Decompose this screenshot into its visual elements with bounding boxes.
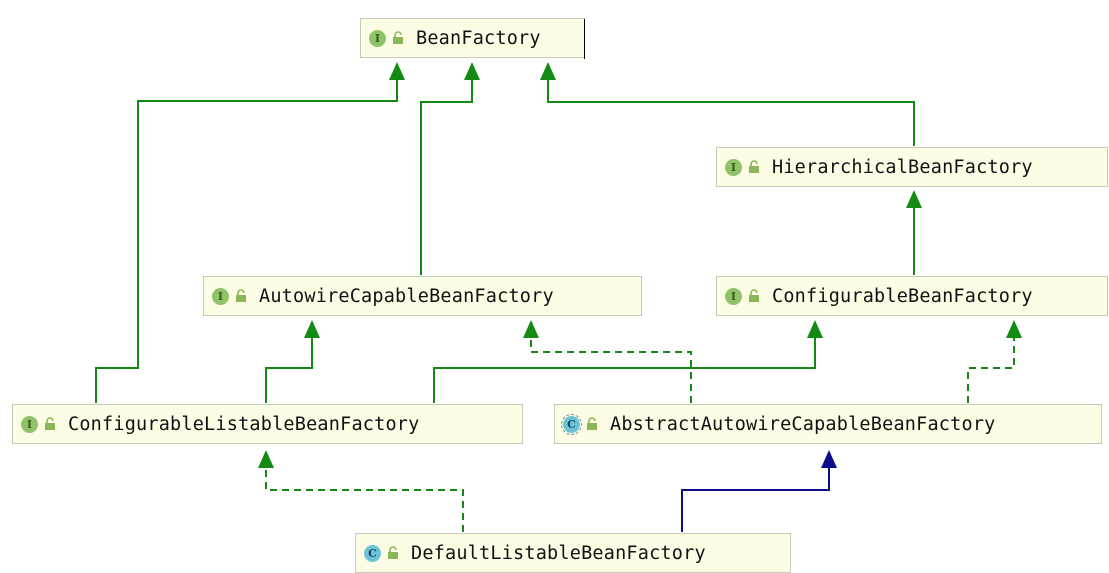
edge-defaultlistable-implements-configurablelistable [265,466,464,532]
node-hierarchical-bean-factory[interactable]: I HierarchicalBeanFactory [716,147,1108,187]
node-abstract-autowire-capable-bean-factory[interactable]: C AbstractAutowireCapableBeanFactory [554,404,1102,444]
interface-icon: I [369,29,386,47]
node-label: AutowireCapableBeanFactory [259,285,554,307]
lock-icon [749,160,759,173]
edge-configurablelistable-to-configurable [433,336,816,403]
arrowhead-hierarchical [906,190,922,208]
interface-icon: I [725,287,742,305]
interface-icon: I [21,415,38,433]
edge-defaultlistable-extends-abstractautowire [681,466,830,532]
interface-icon: I [212,287,229,305]
edge-autowirecapable-to-beanfactory [420,78,473,275]
text-cursor [584,19,585,59]
lock-icon [45,417,55,430]
node-bean-factory[interactable]: I BeanFactory [360,18,585,59]
arrowhead-beanfactory-right [540,62,556,80]
arrowhead-configurable-dashed [1006,320,1022,338]
lock-icon [749,289,759,302]
arrowhead-abstractautowire-navy [821,450,837,468]
arrowhead-configurable-solid [807,320,823,338]
arrowhead-configurablelistable-dashed [258,450,274,468]
arrowhead-autowirecapable-dashed [523,320,539,338]
lock-icon [388,546,398,559]
lock-icon [236,289,246,302]
node-label: DefaultListableBeanFactory [411,542,706,564]
arrowhead-beanfactory-middle [464,62,480,80]
node-label: HierarchicalBeanFactory [772,156,1033,178]
class-icon: C [364,544,381,562]
interface-icon: I [725,158,742,176]
arrowhead-beanfactory-left [389,62,405,80]
node-label: BeanFactory [416,27,541,49]
edge-configurablelistable-to-beanfactory [95,78,398,403]
arrowhead-autowirecapable-solid [304,320,320,338]
edge-configurablelistable-to-autowirecapable [265,336,313,403]
edge-hierarchical-to-beanfactory [547,78,915,146]
node-label: AbstractAutowireCapableBeanFactory [610,413,996,435]
edge-abstractautowire-implements-configurable [967,336,1015,403]
edge-abstractautowire-implements-autowirecapable [530,336,692,403]
node-label: ConfigurableListableBeanFactory [68,413,420,435]
node-configurable-listable-bean-factory[interactable]: I ConfigurableListableBeanFactory [12,404,523,444]
node-configurable-bean-factory[interactable]: I ConfigurableBeanFactory [716,276,1108,316]
node-label: ConfigurableBeanFactory [772,285,1033,307]
abstract-class-icon: C [561,413,582,435]
node-default-listable-bean-factory[interactable]: C DefaultListableBeanFactory [355,533,791,573]
node-autowire-capable-bean-factory[interactable]: I AutowireCapableBeanFactory [203,276,642,316]
lock-icon [393,31,403,44]
lock-icon [587,417,597,430]
